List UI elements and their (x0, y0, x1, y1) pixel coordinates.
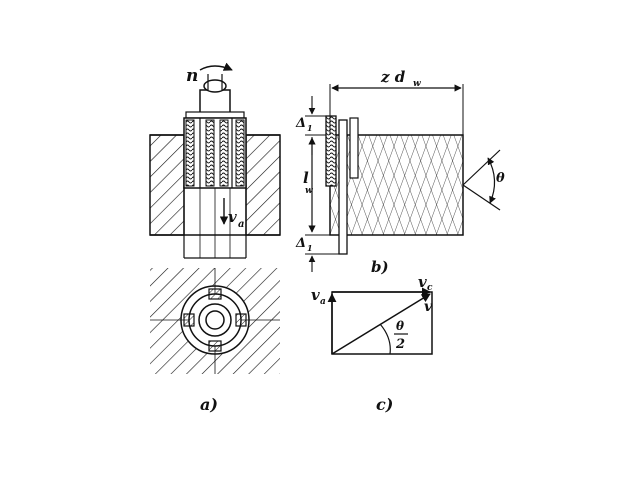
half-angle-numerator: θ (396, 319, 404, 333)
half-angle-arc (379, 323, 391, 355)
width-symbol: z d (380, 68, 406, 86)
overrun-bottom-symbol: Δ (295, 236, 306, 251)
panel-a-plan (150, 268, 280, 374)
panel-b-caption: b) (371, 258, 389, 276)
half-angle-denominator: 2 (395, 337, 405, 352)
workpiece-right (245, 134, 281, 236)
cross-angle-arc (487, 157, 496, 204)
overrun-top-symbol: Δ (295, 116, 306, 131)
axial-velocity-subscript: a (320, 297, 326, 307)
panel-b: z d w l w Δ 1 Δ 1 θ (295, 68, 505, 272)
length-subscript: w (305, 186, 313, 196)
resultant-velocity-arrow (331, 293, 431, 355)
cutting-velocity-subscript: c (427, 283, 433, 293)
honing-stone (205, 119, 215, 187)
stone-left (183, 313, 195, 327)
rotation-arrow (199, 62, 233, 71)
stone-strip-outline (338, 119, 348, 255)
resultant-velocity-symbol: v (424, 299, 433, 315)
stone-top (208, 288, 222, 300)
overrun-top-subscript: 1 (307, 123, 313, 133)
axial-speed-symbol: v (228, 208, 237, 226)
honing-stone (219, 119, 229, 187)
honing-stone (185, 119, 195, 187)
width-subscript: w (413, 79, 421, 89)
stone-strip (325, 115, 337, 187)
overrun-bottom-subscript: 1 (307, 243, 313, 253)
honing-stone (235, 119, 245, 187)
panel-c: v a v c v θ 2 (311, 273, 433, 355)
panel-c-caption: c) (376, 395, 393, 414)
stone-bottom (208, 340, 222, 352)
rotation-symbol: n (186, 66, 198, 86)
axial-speed-subscript: a (238, 219, 244, 230)
stone-right (235, 313, 247, 327)
spindle (199, 89, 231, 115)
axial-velocity-symbol: v (311, 286, 320, 304)
cross-angle-symbol: θ (496, 171, 505, 186)
workpiece-left (149, 134, 185, 236)
cutting-velocity-symbol: v (418, 273, 427, 291)
length-symbol: l (303, 169, 309, 187)
panel-a-caption: a) (200, 395, 218, 414)
panel-a-section: n v a (149, 62, 281, 259)
